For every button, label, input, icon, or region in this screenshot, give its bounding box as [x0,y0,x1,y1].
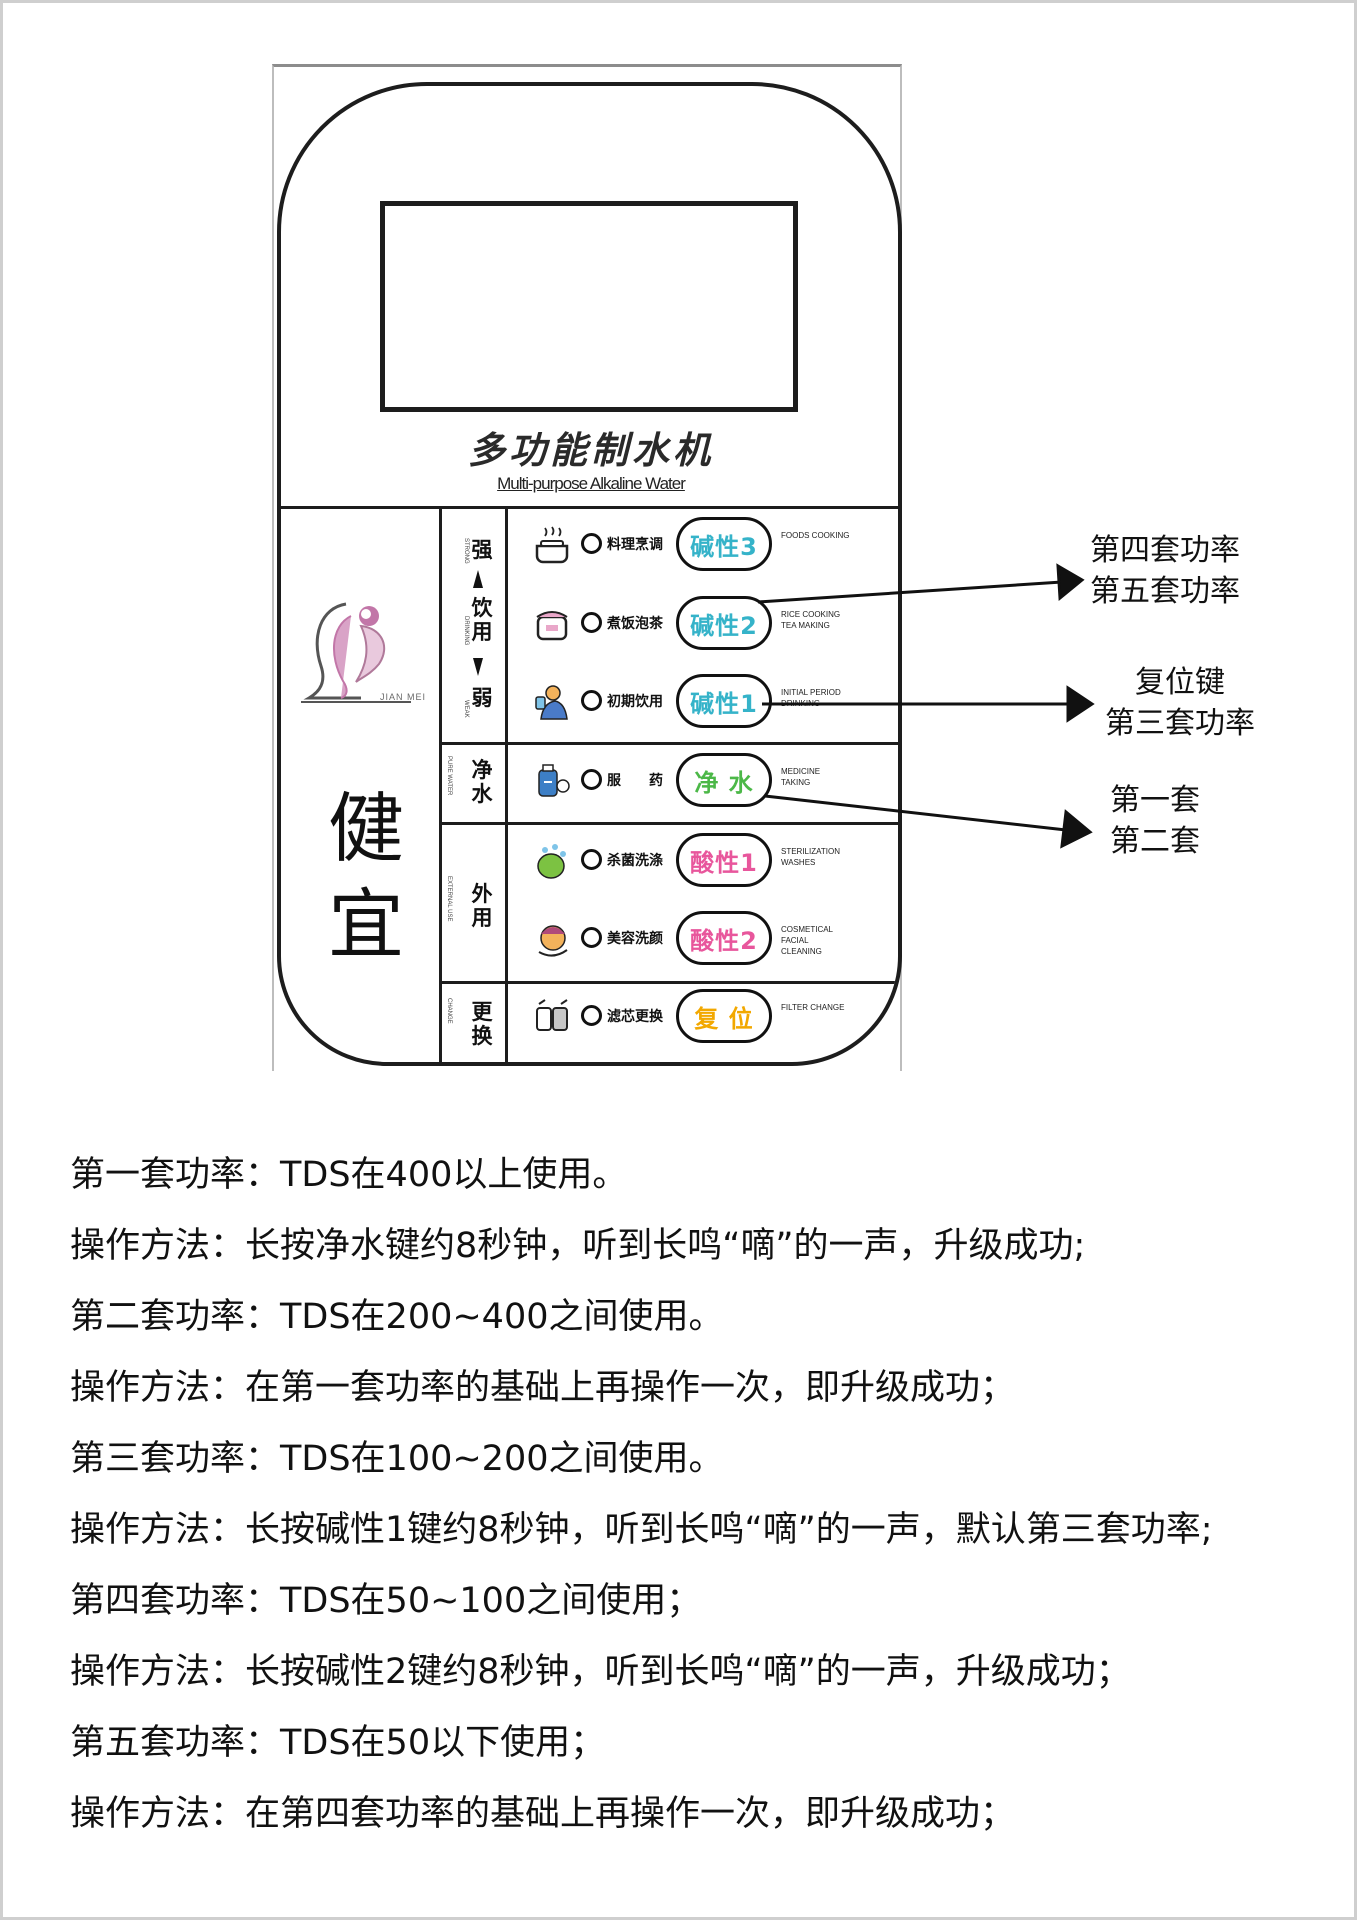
group-label-external: 外 用 [471,882,493,930]
divider [439,506,442,1062]
mode-label: 滤芯更换 [607,1009,663,1025]
mode-row-acidic-2: 美容洗颜 酸性2 COSMETICAL FACIAL CLEANING [531,906,896,976]
instruction-line: 第四套功率：TDS在50~100之间使用； [70,1581,702,1621]
mode-row-reset: 滤芯更换 复 位 FILTER CHANGE [531,984,896,1054]
sterilize-icon [537,844,566,879]
group-label-weak: 弱 [471,686,493,710]
control-panel: 多功能制水机 Multi-purpose Alkaline Water JIAN… [277,82,902,1066]
mode-en-label: STERILIZATION WASHES [781,847,840,867]
mode-en-label: RICE COOKING TEA MAKING [781,610,841,630]
indicator-led [581,769,602,790]
divider [439,742,898,745]
mode-label: 料理烹调 [607,537,663,553]
instruction-line: 操作方法：长按碱性1键约8秒钟，听到长鸣“嘀”的一声，默认第三套功率; [70,1510,1213,1550]
mode-label: 服 药 [607,773,663,789]
leader-line-alkaline-2 [757,580,1063,604]
alkaline-2-button[interactable]: 碱性2 [676,596,772,650]
leader-line-pure-water [764,794,1067,832]
pure-water-button[interactable]: 净 水 [676,753,772,807]
instruction-line: 第二套功率：TDS在200~400之间使用。 [70,1297,724,1337]
callout-power-1-2: 第一套 第二套 [1110,783,1200,859]
indicator-led [581,1005,602,1026]
mode-row-alkaline-3: 料理烹调 碱性3 FOODS COOKING [531,512,896,582]
group-label-strong: 强 [471,538,493,562]
pot-icon [535,526,569,564]
divider [281,506,898,509]
mode-en-label: COSMETICAL FACIAL CLEANING [781,925,833,956]
indicator-led [581,612,602,633]
arrowhead-icon [1060,809,1093,849]
jianmei-logo-icon [301,602,411,703]
instruction-line: 第一套功率：TDS在400以上使用。 [70,1155,628,1195]
group-label-pure: 净 水 [471,758,493,806]
mode-en-label: MEDICINE TAKING [781,767,821,787]
mode-row-pure-water: 服 药 净 水 MEDICINE TAKING [531,748,896,818]
divider [505,506,508,1062]
callout-reset-power-3: 复位键 第三套功率 [1105,665,1255,741]
mode-row-acidic-1: 杀菌洗涤 酸性1 STERILIZATION WASHES [531,828,896,898]
instruction-line: 操作方法：长按净水键约8秒钟，听到长鸣“嘀”的一声，升级成功; [70,1226,1086,1266]
mode-label: 煮饭泡茶 [607,616,663,632]
divider [439,981,898,984]
divider [439,822,898,825]
logo-caption: JIAN MEI [379,692,426,702]
acidic-1-button[interactable]: 酸性1 [676,833,772,887]
mode-en-label: FILTER CHANGE [781,1003,845,1012]
alkaline-3-button[interactable]: 碱性3 [676,517,772,571]
display-screen [380,201,798,412]
indicator-led [581,849,602,870]
group-label-change: 更 换 [471,1000,493,1048]
group-label-drinking: 饮 用 [471,596,493,644]
instruction-line: 第三套功率：TDS在100~200之间使用。 [70,1439,724,1479]
instruction-line: 第五套功率：TDS在50以下使用； [70,1723,606,1763]
brand-english-title: Multi-purpose Alkaline Water [497,474,686,493]
rice-cooker-icon [536,611,568,641]
alkaline-1-button[interactable]: 碱性1 [676,674,772,728]
filter-icon [536,999,568,1031]
drinking-person-icon [535,685,568,720]
mode-label: 美容洗颜 [607,931,663,947]
indicator-led [581,533,602,554]
arrow-down-icon [473,658,483,676]
indicator-led [581,690,602,711]
brand-big-name: 健 宜 [328,784,404,969]
arrowhead-icon [1066,685,1095,723]
arrow-up-icon [473,570,483,588]
reset-button[interactable]: 复 位 [676,989,772,1043]
mode-row-alkaline-2: 煮饭泡茶 碱性2 RICE COOKING TEA MAKING [531,591,896,661]
indicator-led [581,927,602,948]
mode-label: 杀菌洗涤 [607,853,663,869]
instruction-line: 操作方法：在第四套功率的基础上再操作一次，即升级成功； [70,1794,1016,1834]
arrowhead-icon [1056,563,1085,602]
acidic-2-button[interactable]: 酸性2 [676,911,772,965]
face-wash-icon [538,925,568,957]
medicine-icon [538,764,570,797]
brand-chinese-title: 多功能制水机 [468,428,714,472]
callout-power-4-5: 第四套功率 第五套功率 [1090,533,1240,609]
mode-en-label: FOODS COOKING [781,531,850,540]
instruction-line: 操作方法：长按碱性2键约8秒钟，听到长鸣“嘀”的一声，升级成功； [70,1652,1131,1692]
instruction-line: 操作方法：在第一套功率的基础上再操作一次，即升级成功； [70,1368,1016,1408]
instructions: 第一套功率：TDS在400以上使用。 操作方法：长按净水键约8秒钟，听到长鸣“嘀… [70,1140,1330,1850]
mode-label: 初期饮用 [607,694,663,710]
